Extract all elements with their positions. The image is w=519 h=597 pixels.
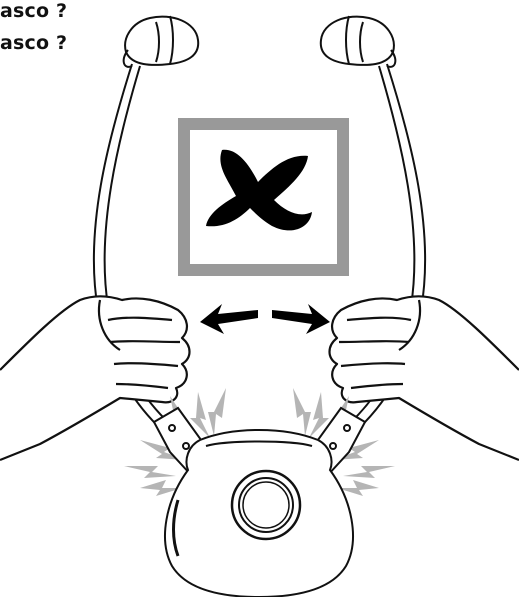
right-earpiece-icon <box>319 15 397 68</box>
caption-line-2: asco ? <box>0 32 68 54</box>
left-earpiece-icon <box>122 15 200 68</box>
warning-cross-icon <box>178 118 349 276</box>
pull-left-arrow-icon <box>200 304 258 334</box>
caption-line-1: asco ? <box>0 0 68 22</box>
left-hand-icon <box>0 295 191 462</box>
right-hand-icon <box>328 295 519 462</box>
pull-right-arrow-icon <box>272 304 330 334</box>
volume-dial-icon <box>230 469 302 541</box>
